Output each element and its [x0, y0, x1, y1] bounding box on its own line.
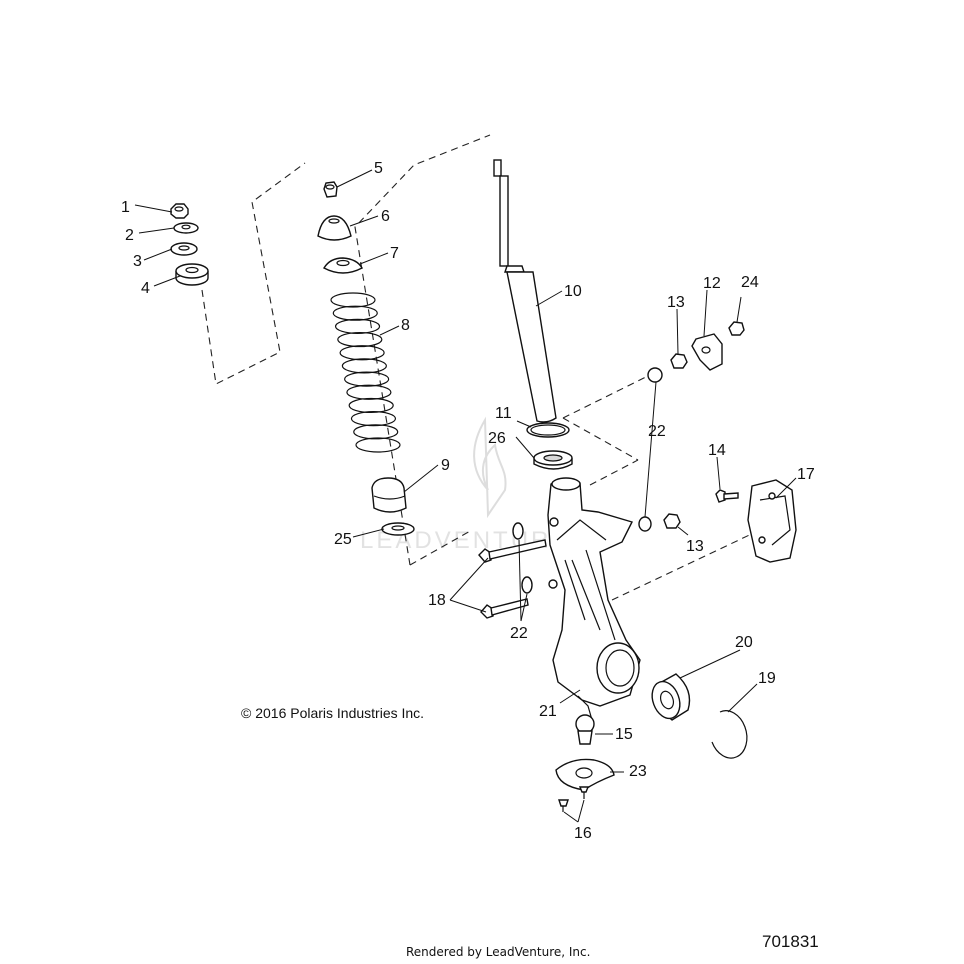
part-19-circlip [711, 710, 748, 759]
drawing-number: 701831 [762, 932, 819, 951]
spring-coil [339, 345, 385, 361]
callout-3: 3 [133, 253, 142, 270]
part-24-nut [728, 321, 745, 336]
part-8-coil-spring [330, 292, 401, 453]
callout-2: 2 [125, 227, 134, 244]
spring-coil [341, 358, 387, 374]
part-6-upper-cup [317, 215, 352, 241]
callout-19: 19 [758, 670, 776, 687]
part-13-nuts [663, 353, 688, 529]
callout-25: 25 [334, 531, 352, 548]
spring-coil [344, 371, 390, 387]
callout-11: 11 [495, 405, 512, 422]
part-4-bushing [175, 263, 209, 286]
callout-16: 16 [574, 825, 592, 842]
callout-labels: 1 2 3 4 5 6 7 8 9 10 11 12 13 13 14 15 1… [121, 160, 815, 842]
callout-5: 5 [374, 160, 383, 177]
callout-14: 14 [708, 442, 726, 459]
part-15-ball-joint [575, 714, 595, 745]
part-1-nut [170, 203, 189, 219]
leader-lines [134, 169, 797, 823]
callout-22-right: 22 [648, 423, 666, 440]
assembly-lines [201, 134, 761, 601]
spring-coil [350, 411, 397, 427]
callout-22-left: 22 [510, 625, 528, 642]
copyright-notice: © 2016 Polaris Industries Inc. [241, 705, 425, 721]
part-3-washer [170, 242, 198, 256]
spring-coil [330, 292, 376, 308]
part-11-seal-ring [526, 422, 570, 438]
part-10-shock-absorber [493, 159, 557, 423]
part-20-wheel-bearing [651, 673, 691, 721]
callout-20: 20 [735, 634, 753, 651]
rendered-by-credit: Rendered by LeadVenture, Inc. [406, 945, 591, 959]
part-14-bolt [715, 489, 739, 503]
spring-coil [348, 397, 394, 414]
part-16-screws [558, 786, 590, 812]
part-21-steering-knuckle [547, 477, 641, 721]
callout-17: 17 [797, 466, 815, 483]
part-12-bracket [691, 333, 723, 371]
callout-7: 7 [390, 245, 399, 262]
part-26-upper-cap [533, 450, 573, 470]
callout-4: 4 [141, 280, 150, 297]
callout-9: 9 [441, 457, 450, 474]
callout-15: 15 [615, 726, 633, 743]
callout-26: 26 [488, 430, 506, 447]
callout-12: 12 [703, 275, 721, 292]
spring-coil [355, 437, 401, 453]
callout-10: 10 [564, 283, 582, 300]
callout-24: 24 [741, 274, 759, 291]
callout-13-lower: 13 [686, 538, 704, 555]
part-23-plate [555, 758, 615, 791]
part-17-brake-caliper [747, 479, 797, 563]
callout-23: 23 [629, 763, 647, 780]
part-7-spring-seat [323, 257, 363, 274]
callout-18: 18 [428, 592, 446, 609]
callout-6: 6 [381, 208, 390, 225]
spring-coil [337, 331, 383, 348]
callout-1: 1 [121, 199, 130, 216]
spring-coil [346, 384, 392, 400]
spring-coil [353, 424, 399, 440]
callout-21: 21 [539, 703, 557, 720]
part-18-bolts [478, 539, 547, 619]
part-5-nut [323, 181, 338, 198]
part-9-bump-stop [371, 477, 407, 513]
part-2-washer [173, 222, 199, 234]
callout-8: 8 [401, 317, 410, 334]
spring-coil [334, 318, 381, 334]
callout-13-upper: 13 [667, 294, 685, 311]
spring-coil [332, 305, 378, 321]
part-25-washer [381, 522, 415, 536]
